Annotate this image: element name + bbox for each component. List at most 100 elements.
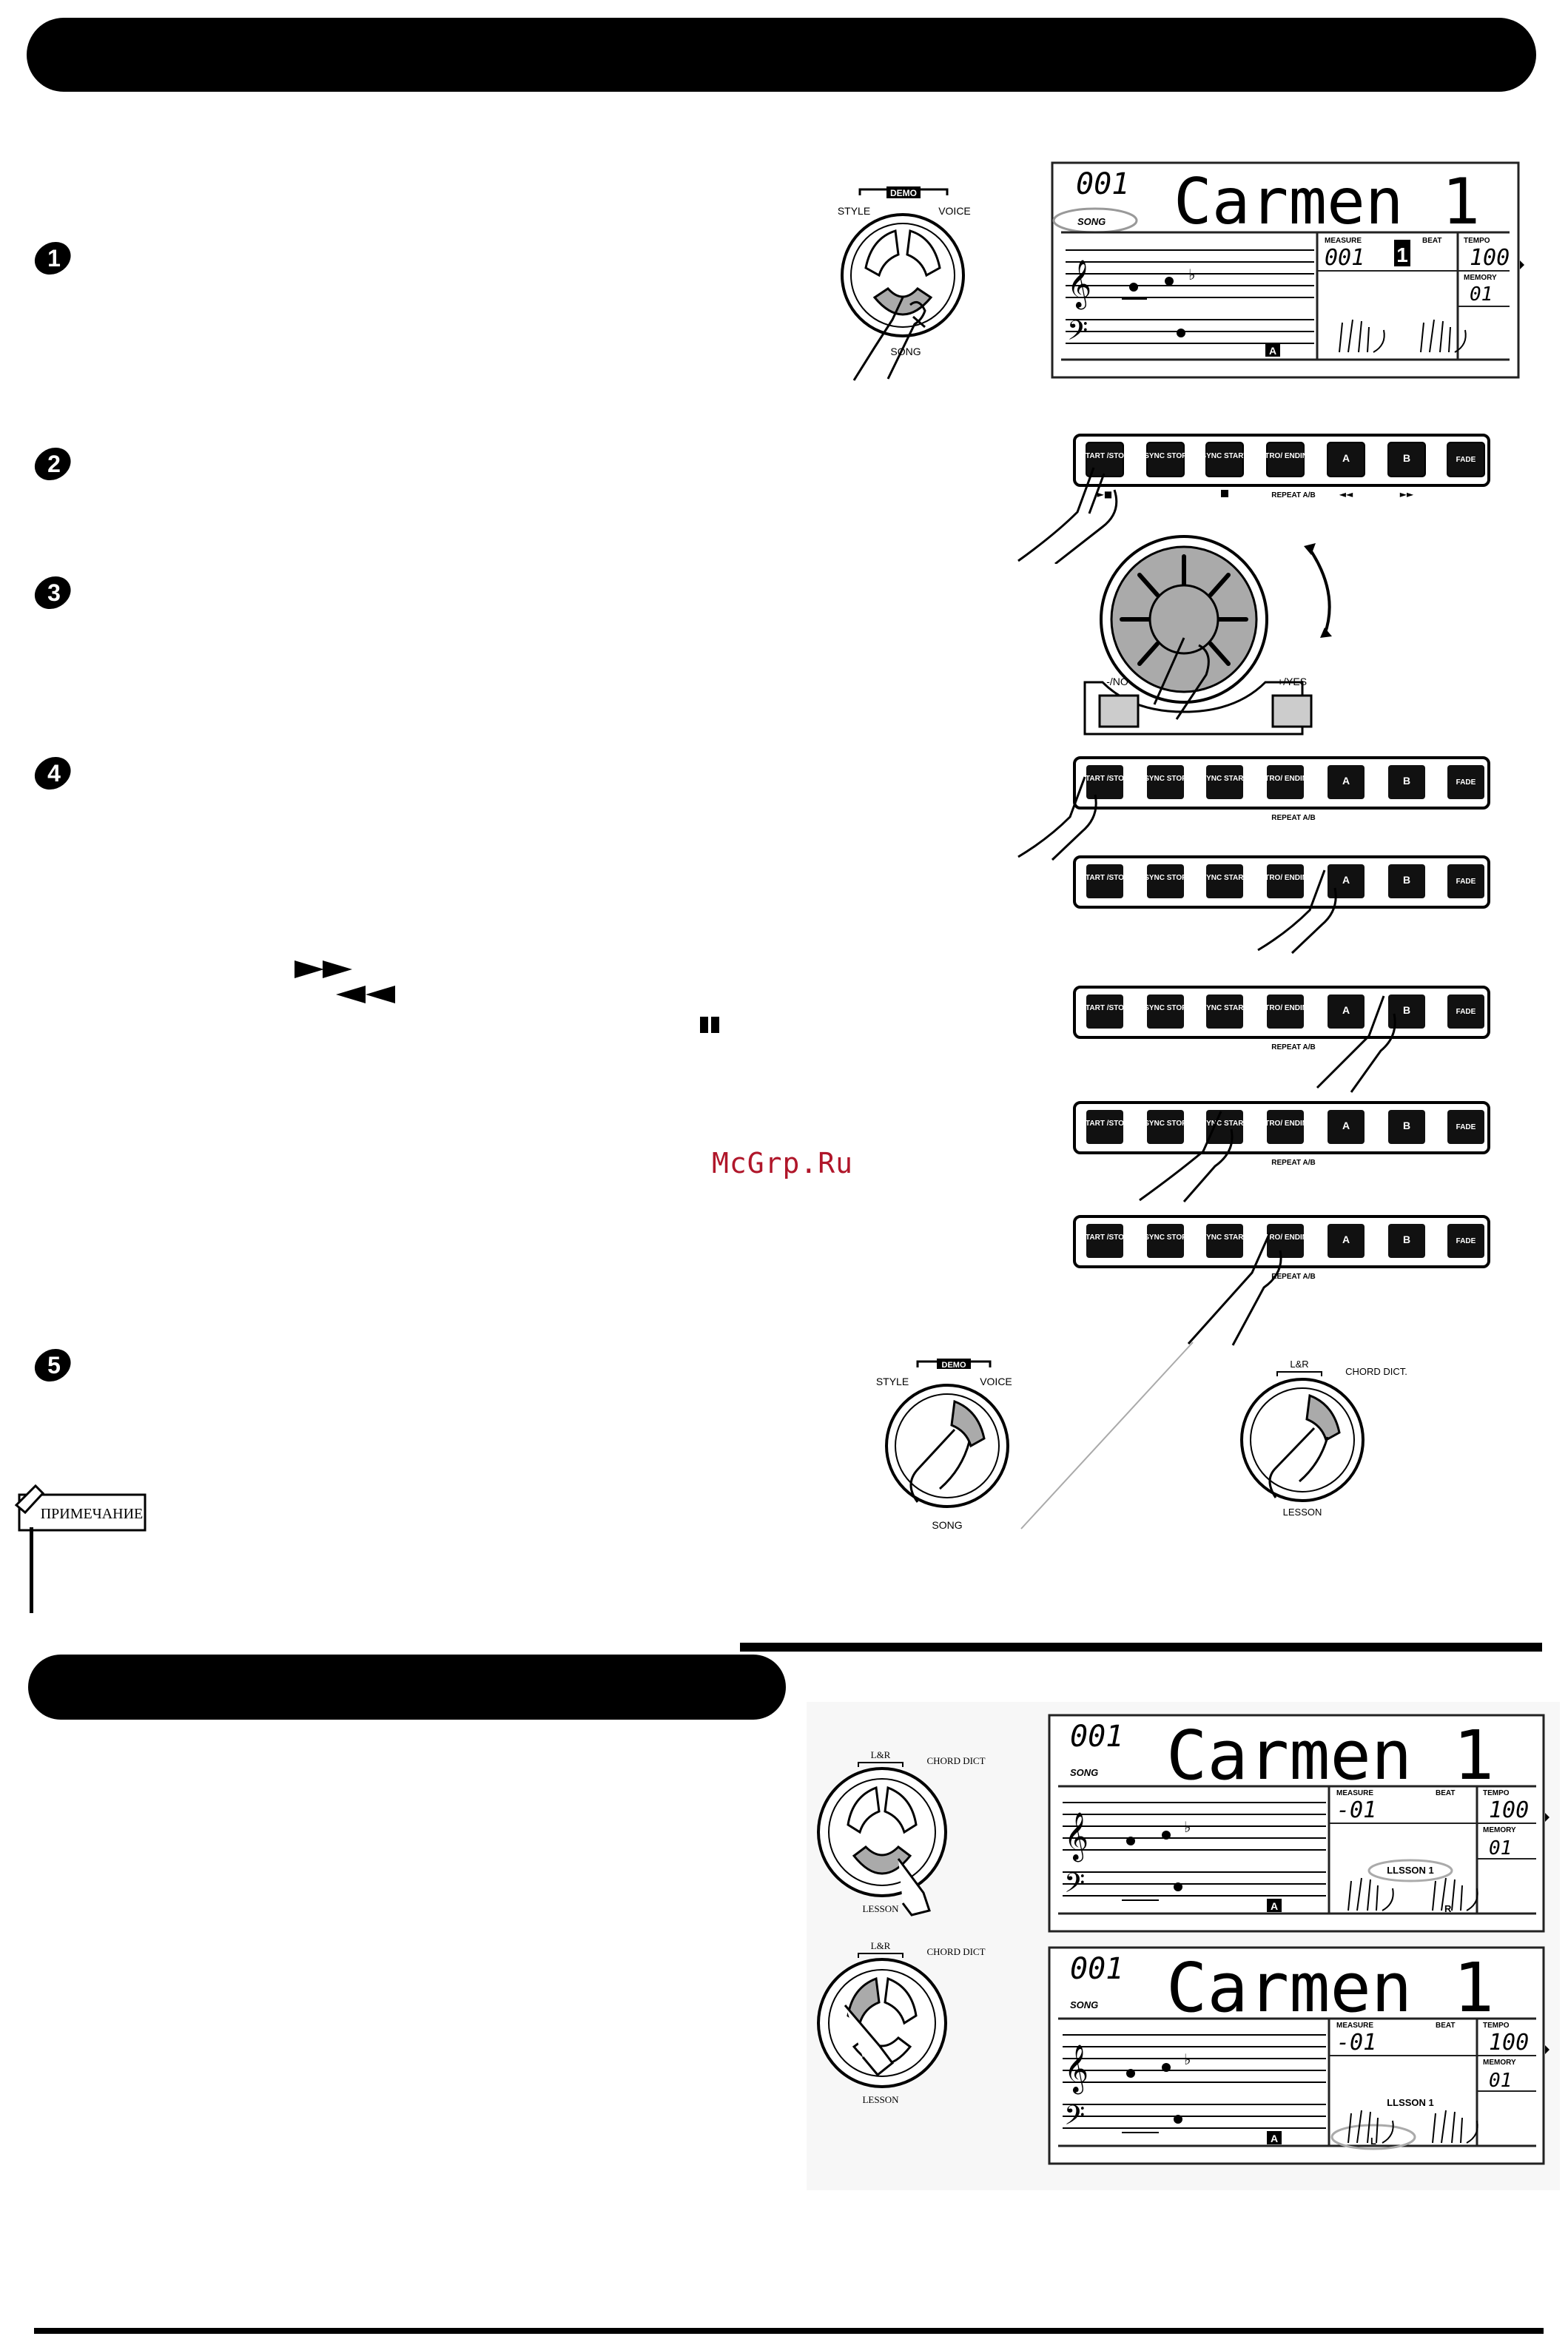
connector-line bbox=[1020, 1342, 1194, 1529]
footer-line bbox=[34, 2328, 1544, 2334]
lcd-tempo-value: 100 bbox=[1489, 2030, 1529, 2056]
lcd-measure-value: -01 bbox=[1336, 2030, 1376, 2056]
step-number: 3 bbox=[47, 579, 61, 606]
bass-clef-icon: 𝄢 bbox=[1064, 1868, 1085, 1905]
btn-sync-stop: SYNC STOP bbox=[1144, 452, 1187, 460]
button-panel-3: START /STOP SYNC STOP SYNC START INTRO/ END… bbox=[1071, 854, 1493, 922]
lcd-beat-value: 1 bbox=[1396, 243, 1408, 266]
btn-b: B bbox=[1403, 1120, 1410, 1131]
lcd-hand-label: L bbox=[1370, 2136, 1376, 2147]
btn-start-stop: START /STOP bbox=[1080, 1120, 1129, 1128]
knob-no-label: -/NO bbox=[1106, 676, 1128, 687]
dial-song-label: SONG bbox=[890, 346, 921, 357]
lcd-lesson-label: LLSSON 1 bbox=[1387, 2097, 1434, 2108]
dial-lr-label: L&R bbox=[871, 1940, 891, 1951]
lcd-display-1: 001 Carmen 1 SONG 𝄞 𝄢 ♭ A MEASURE 001 1 … bbox=[1051, 161, 1524, 379]
step-badge-5: 5 bbox=[34, 1349, 71, 1381]
finger-pointer-icon bbox=[1017, 776, 1097, 861]
lcd-song-number: 001 bbox=[1070, 1952, 1123, 1986]
dial-lesson-label: LESSON bbox=[862, 2094, 899, 2105]
lesson-dial-figure: L&R CHORD DICT. LESSON bbox=[1240, 1359, 1407, 1518]
lcd-song-number: 001 bbox=[1070, 1720, 1123, 1754]
lcd-measure-label: MEASURE bbox=[1336, 2022, 1373, 2030]
btn-sync-start: SYNC START bbox=[1201, 775, 1248, 783]
dial-chord-dict-label: CHORD DICT. bbox=[1345, 1366, 1407, 1377]
btn-start-stop: START /STOP bbox=[1080, 452, 1129, 460]
btn-intro-ending: INTRO/ ENDING bbox=[1257, 452, 1313, 460]
repeat-ab-label: REPEAT A/B bbox=[1271, 1273, 1315, 1281]
btn-start-stop: START /STOP bbox=[1080, 874, 1129, 882]
step-badge-4: 4 bbox=[34, 757, 71, 790]
svg-text:◄◄: ◄◄ bbox=[1339, 489, 1353, 499]
song-dial-figure: DEMO STYLE VOICE SONG bbox=[838, 186, 971, 381]
bass-clef-icon: 𝄢 bbox=[1064, 2100, 1085, 2138]
btn-sync-start: SYNC START bbox=[1201, 1120, 1248, 1128]
btn-intro-ending: INTRO/ ENDING bbox=[1257, 1004, 1313, 1012]
btn-intro-ending: INTRO/ ENDING bbox=[1257, 874, 1313, 882]
dial-voice-label: VOICE bbox=[980, 1376, 1012, 1387]
knob-yes-label: +/YES bbox=[1277, 676, 1307, 687]
treble-clef-icon: 𝄞 bbox=[1067, 260, 1091, 309]
finger-pointer-icon bbox=[1187, 1232, 1282, 1346]
lcd-memory-label: MEMORY bbox=[1483, 2059, 1516, 2067]
dial-voice-label: VOICE bbox=[938, 205, 971, 217]
dial-demo-label: DEMO bbox=[942, 1361, 966, 1370]
section-header-bar-2 bbox=[28, 1655, 786, 1720]
lcd-song-title: Carmen 1 bbox=[1174, 165, 1480, 239]
btn-sync-start: SYNC START bbox=[1201, 874, 1248, 882]
btn-a: A bbox=[1342, 1004, 1350, 1016]
lcd-song-number: 001 bbox=[1076, 167, 1129, 201]
dial-chord-dict-label: CHORD DICT bbox=[926, 1946, 985, 1957]
btn-a: A bbox=[1342, 874, 1350, 886]
lcd-measure-value: -01 bbox=[1336, 1797, 1376, 1823]
dial-lr-label: L&R bbox=[1290, 1359, 1308, 1370]
data-dial-figure: -/NO +/YES bbox=[1083, 535, 1332, 736]
btn-a: A bbox=[1342, 775, 1350, 787]
lcd-song-title: Carmen 1 bbox=[1166, 1716, 1494, 1795]
finger-pointer-icon bbox=[1316, 995, 1396, 1093]
btn-start-stop: START /STOP bbox=[1080, 1004, 1129, 1012]
btn-a: A bbox=[1342, 1234, 1350, 1245]
lcd-lesson-label: LLSSON 1 bbox=[1387, 1865, 1434, 1876]
lcd-memory-value: 01 bbox=[1470, 283, 1493, 306]
btn-sync-stop: SYNC STOP bbox=[1144, 1120, 1187, 1128]
note-tag: ПРИМЕЧАНИЕ bbox=[14, 1484, 147, 1613]
section-divider-line bbox=[740, 1643, 1542, 1652]
note-label: ПРИМЕЧАНИЕ bbox=[41, 1506, 144, 1522]
finger-pointer-icon bbox=[1017, 467, 1118, 564]
btn-sync-start: SYNC START bbox=[1201, 452, 1248, 460]
lcd-beat-label: BEAT bbox=[1436, 1789, 1455, 1797]
lcd-song-label: SONG bbox=[1077, 216, 1106, 227]
lcd-measure-value: 001 bbox=[1325, 245, 1365, 271]
svg-text:♭: ♭ bbox=[1188, 266, 1195, 283]
fast-forward-rewind-icon bbox=[295, 960, 395, 1003]
svg-text:♭: ♭ bbox=[1184, 1818, 1191, 1836]
btn-b: B bbox=[1403, 452, 1410, 464]
step-number: 1 bbox=[47, 245, 61, 272]
dial-song-label: SONG bbox=[932, 1519, 962, 1531]
song-dial-figure-2: DEMO STYLE VOICE SONG bbox=[876, 1359, 1012, 1531]
button-panel-1: START /STOP SYNC STOP SYNC START INTRO/ END… bbox=[1071, 432, 1493, 500]
finger-pointer-icon bbox=[1139, 1111, 1234, 1202]
lcd-measure-label: MEASURE bbox=[1325, 237, 1362, 245]
lcd-memory-label: MEMORY bbox=[1464, 274, 1497, 282]
btn-intro-ending: INTRO/ ENDING bbox=[1257, 1234, 1313, 1242]
lcd-measure-label: MEASURE bbox=[1336, 1789, 1373, 1797]
lcd-hand-label: R bbox=[1444, 1903, 1452, 1914]
treble-clef-icon: 𝄞 bbox=[1064, 1812, 1088, 1862]
step-number: 5 bbox=[47, 1352, 61, 1379]
dial-style-label: STYLE bbox=[876, 1376, 909, 1387]
lcd-tempo-value: 100 bbox=[1489, 1797, 1529, 1823]
btn-sync-stop: SYNC STOP bbox=[1144, 874, 1187, 882]
btn-a: A bbox=[1342, 1120, 1350, 1131]
treble-clef-icon: 𝄞 bbox=[1064, 2044, 1088, 2094]
lcd-tempo-label: TEMPO bbox=[1483, 1789, 1510, 1797]
btn-fade: FADE bbox=[1456, 778, 1476, 787]
svg-text:►■: ►■ bbox=[1097, 489, 1113, 499]
lcd-tempo-value: 100 bbox=[1470, 245, 1510, 271]
step-number: 4 bbox=[47, 760, 61, 787]
lcd-section-label: A bbox=[1271, 1900, 1278, 1912]
watermark: McGrp.Ru bbox=[712, 1147, 854, 1179]
